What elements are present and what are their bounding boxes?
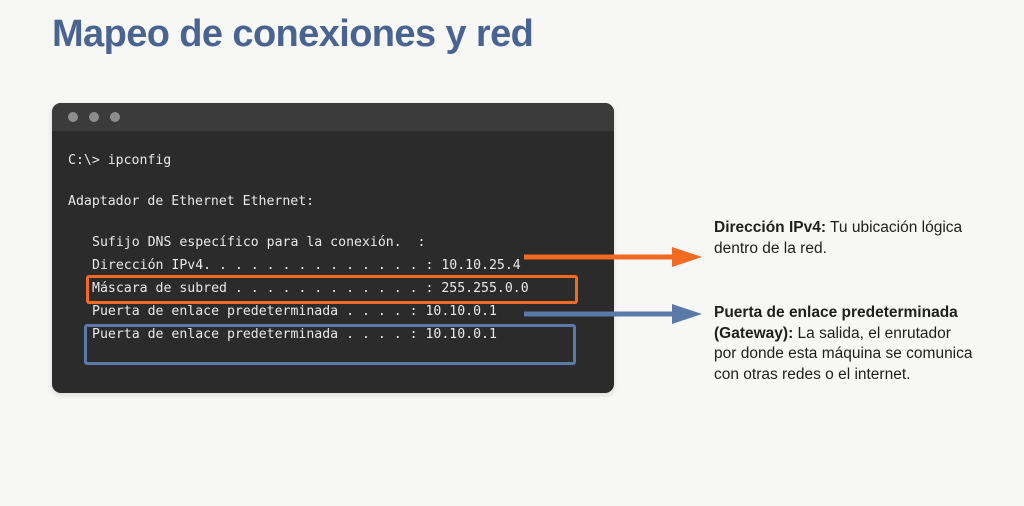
highlight-box-ipv4 (86, 275, 578, 304)
arrow-gateway-icon (524, 304, 702, 324)
page-title: Mapeo de conexiones y red (52, 13, 534, 55)
terminal-line-dns-suffix: Sufijo DNS específico para la conexión. … (92, 235, 426, 250)
terminal-line-gateway-2: Puerta de enlace predeterminada . . . . … (92, 327, 497, 342)
terminal-line-gateway-1: Puerta de enlace predeterminada . . . . … (92, 304, 497, 319)
terminal-line-ipv4: Dirección IPv4. . . . . . . . . . . . . … (92, 258, 521, 273)
annotation-gateway-description: La salida, el enrutador por donde esta m… (714, 324, 973, 383)
highlight-box-gateway (84, 324, 576, 365)
terminal-line-subnet-mask: Máscara de subred . . . . . . . . . . . … (92, 281, 529, 296)
terminal-titlebar (52, 103, 614, 131)
annotation-gateway-term: Puerta de enlace predeterminada (Gateway… (714, 304, 958, 342)
window-minimize-dot-icon[interactable] (89, 112, 99, 122)
annotation-gateway: Puerta de enlace predeterminada (Gateway… (714, 303, 976, 385)
window-maximize-dot-icon[interactable] (110, 112, 120, 122)
arrow-ipv4-icon (524, 247, 702, 267)
terminal-body: C:\> ipconfig Adaptador de Ethernet Ethe… (52, 131, 614, 393)
terminal-line-prompt: C:\> ipconfig (68, 153, 172, 168)
annotation-ipv4: Dirección IPv4: Tu ubicación lógica dent… (714, 218, 976, 259)
annotation-ipv4-term: Dirección IPv4: (714, 219, 826, 236)
terminal-line-adapter: Adaptador de Ethernet Ethernet: (68, 194, 315, 209)
terminal-window: C:\> ipconfig Adaptador de Ethernet Ethe… (52, 103, 614, 393)
annotation-ipv4-description: Tu ubicación lógica dentro de la red. (714, 219, 963, 257)
window-close-dot-icon[interactable] (68, 112, 78, 122)
